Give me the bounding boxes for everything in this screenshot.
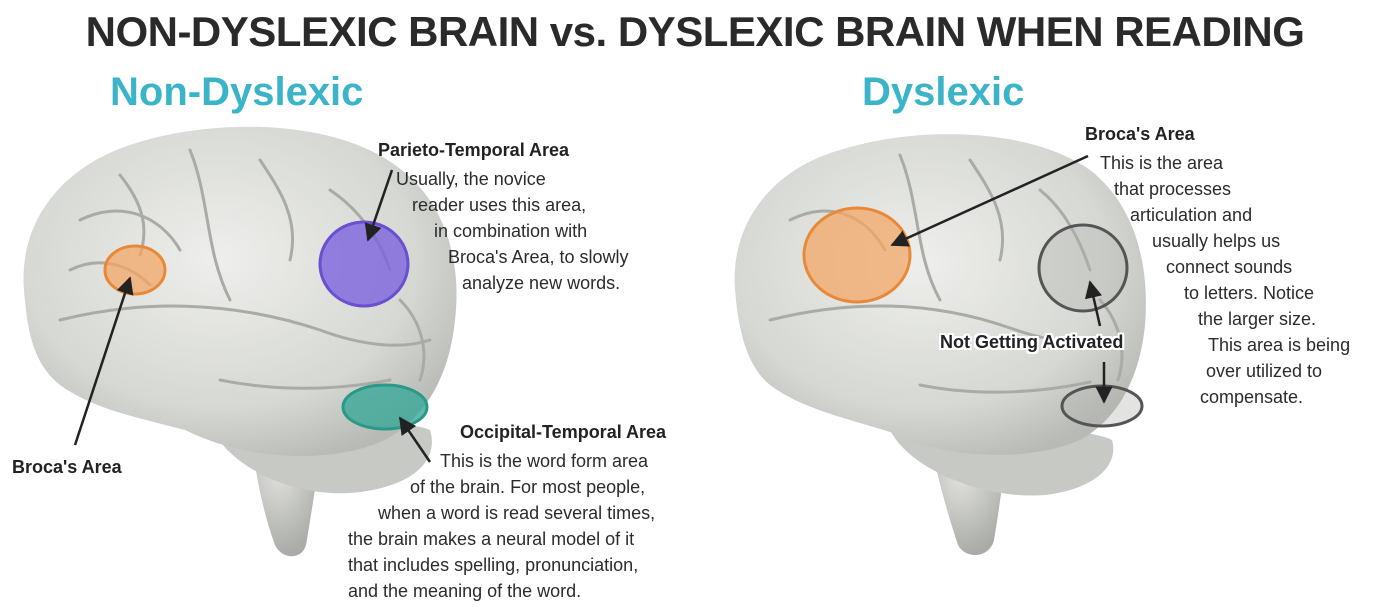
parieto-line: in combination with — [434, 218, 629, 244]
right-broca-line: articulation and — [1130, 202, 1350, 228]
right-broca-highlight — [804, 208, 910, 302]
occipital-line: that includes spelling, pronunciation, — [348, 552, 655, 578]
left-occipital-highlight — [343, 385, 427, 429]
right-broca-description: This is the area that processes articula… — [1100, 150, 1350, 410]
occipital-line: when a word is read several times, — [378, 500, 655, 526]
left-parieto-highlight — [320, 222, 408, 306]
right-broca-line: This area is being — [1208, 332, 1350, 358]
right-broca-title: Broca's Area — [1085, 124, 1195, 145]
right-broca-line: This is the area — [1100, 150, 1350, 176]
not-getting-activated-label: Not Getting Activated — [940, 332, 1123, 353]
occipital-line: and the meaning of the word. — [348, 578, 655, 604]
right-broca-line: connect sounds — [1166, 254, 1350, 280]
parieto-temporal-title: Parieto-Temporal Area — [378, 140, 569, 161]
right-broca-line: that processes — [1114, 176, 1350, 202]
occipital-temporal-description: This is the word form area of the brain.… — [348, 448, 655, 604]
left-broca-highlight — [105, 246, 165, 294]
parieto-line: analyze new words. — [462, 270, 629, 296]
occipital-line: the brain makes a neural model of it — [348, 526, 655, 552]
occipital-line: This is the word form area — [440, 448, 655, 474]
parieto-line: reader uses this area, — [412, 192, 629, 218]
parieto-line: Usually, the novice — [396, 166, 629, 192]
right-broca-line: over utilized to — [1206, 358, 1350, 384]
parieto-temporal-description: Usually, the novice reader uses this are… — [396, 166, 629, 296]
right-broca-line: compensate. — [1200, 384, 1350, 410]
parieto-line: Broca's Area, to slowly — [448, 244, 629, 270]
occipital-line: of the brain. For most people, — [410, 474, 655, 500]
left-broca-label: Broca's Area — [12, 457, 122, 478]
right-broca-line: the larger size. — [1198, 306, 1350, 332]
right-broca-line: usually helps us — [1152, 228, 1350, 254]
right-broca-line: to letters. Notice — [1184, 280, 1350, 306]
occipital-temporal-title: Occipital-Temporal Area — [460, 422, 666, 443]
